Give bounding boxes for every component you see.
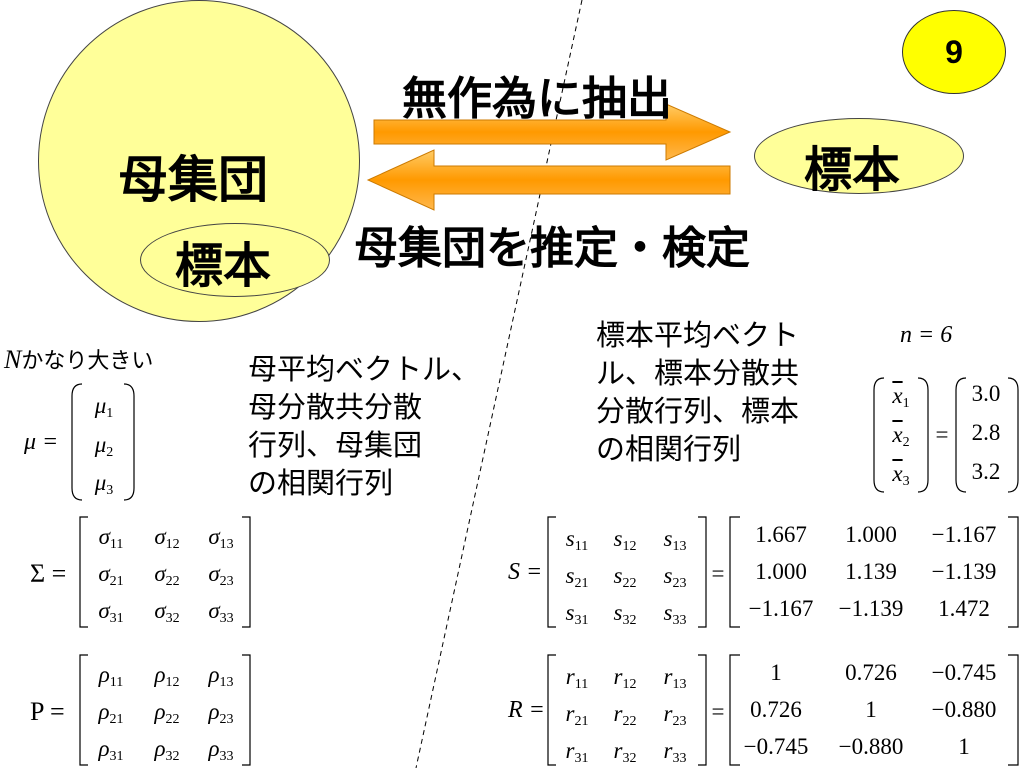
sample-ellipse — [754, 118, 964, 194]
r-value-11: 1 — [770, 660, 782, 685]
s-12: s12 — [613, 526, 637, 554]
xbar-equals: = — [935, 422, 949, 447]
rho-33: ρ33 — [208, 736, 234, 764]
sigma-22: σ22 — [154, 561, 180, 589]
r-value-12: 0.726 — [845, 660, 897, 685]
large-n-note: Nかなり大きい — [4, 343, 153, 375]
s-value-13: −1.167 — [931, 522, 997, 547]
r-22: r22 — [613, 701, 637, 729]
sigma-11: σ11 — [98, 524, 124, 552]
sample-label: 標本 — [804, 142, 901, 198]
sigma-label: Σ = — [30, 559, 67, 588]
r-value-32: −0.880 — [838, 734, 904, 759]
r-label: R = — [508, 697, 545, 723]
population-params-text: 母平均ベクトル、 母分散共分散 行列、母集団 の相関行列 — [248, 352, 481, 500]
sampling-label: 無作為に抽出 — [402, 72, 673, 125]
r-33: r33 — [663, 738, 687, 766]
r-value-22: 1 — [865, 697, 877, 722]
xbar-3: x3 — [892, 461, 910, 489]
s-21: s21 — [565, 563, 589, 591]
s-value-11: 1.667 — [755, 522, 807, 547]
rho-13: ρ13 — [208, 662, 234, 690]
mu-2: μ2 — [94, 432, 114, 460]
r-value-21: 0.726 — [750, 697, 802, 722]
s-value-33: 1.472 — [938, 596, 990, 621]
rho-label: P = — [30, 697, 65, 726]
s-value-32: −1.139 — [838, 596, 904, 621]
left-arrow — [366, 149, 731, 211]
s-13: s13 — [663, 526, 687, 554]
population-label: 母集団 — [118, 151, 268, 209]
rho-12: ρ12 — [154, 662, 180, 690]
right-arrow — [373, 103, 732, 161]
xbar-value-3: 3.2 — [971, 459, 1001, 484]
sample-ellipse-inner — [140, 223, 330, 297]
s-value-31: −1.167 — [748, 596, 814, 621]
xbar-value-2: 2.8 — [971, 420, 1001, 445]
sigma-21: σ21 — [98, 561, 124, 589]
rho-23: ρ23 — [208, 699, 234, 727]
sigma-13: σ13 — [208, 524, 234, 552]
large-n-text: かなり大きい — [21, 349, 154, 374]
inner-sample-label: 標本 — [175, 238, 272, 294]
s-11: s11 — [565, 526, 589, 554]
r-value-33: 1 — [958, 734, 970, 759]
s-31: s31 — [565, 600, 589, 628]
sigma-33: σ33 — [208, 598, 234, 626]
sigma-32: σ32 — [154, 598, 180, 626]
s-value-23: −1.139 — [931, 559, 997, 584]
xbar-value-1: 3.0 — [971, 381, 1001, 406]
r-value-31: −0.745 — [743, 734, 809, 759]
r-equals: = — [711, 699, 725, 724]
sigma-12: σ12 — [154, 524, 180, 552]
n-equation: n = 6 — [900, 322, 953, 348]
s-22: s22 — [613, 563, 637, 591]
s-32: s32 — [613, 600, 637, 628]
inference-label: 母集団を推定・検定 — [354, 223, 750, 274]
sigma-23: σ23 — [208, 561, 234, 589]
xbar-2: x2 — [892, 422, 910, 450]
page-number: 9 — [945, 33, 963, 70]
r-12: r12 — [613, 664, 637, 692]
xbar-1: x1 — [892, 383, 910, 411]
sample-stats-text: 標本平均ベクト ル、標本分散共 分散行列、標本 の相関行列 — [596, 318, 800, 466]
r-32: r32 — [613, 738, 637, 766]
mu-label: μ = — [24, 429, 59, 455]
r-value-13: −0.745 — [931, 660, 997, 685]
s-33: s33 — [663, 600, 687, 628]
r-13: r13 — [663, 664, 687, 692]
s-equals: = — [711, 561, 725, 586]
rho-11: ρ11 — [98, 662, 124, 690]
r-21: r21 — [565, 701, 589, 729]
s-23: s23 — [663, 563, 687, 591]
mu-3: μ3 — [94, 470, 114, 498]
rho-21: ρ21 — [98, 699, 124, 727]
sigma-31: σ31 — [98, 598, 124, 626]
n-symbol: N — [4, 345, 22, 374]
s-value-21: 1.000 — [755, 559, 807, 584]
r-11: r11 — [565, 664, 589, 692]
r-23: r23 — [663, 701, 687, 729]
s-value-22: 1.139 — [845, 559, 897, 584]
rho-22: ρ22 — [154, 699, 180, 727]
mu-1: μ1 — [94, 393, 114, 421]
s-label: S = — [508, 559, 543, 585]
r-value-23: −0.880 — [931, 697, 997, 722]
page-number-badge: 9 — [902, 10, 1006, 94]
rho-31: ρ31 — [98, 736, 124, 764]
rho-32: ρ32 — [154, 736, 180, 764]
s-value-12: 1.000 — [845, 522, 897, 547]
r-31: r31 — [565, 738, 589, 766]
